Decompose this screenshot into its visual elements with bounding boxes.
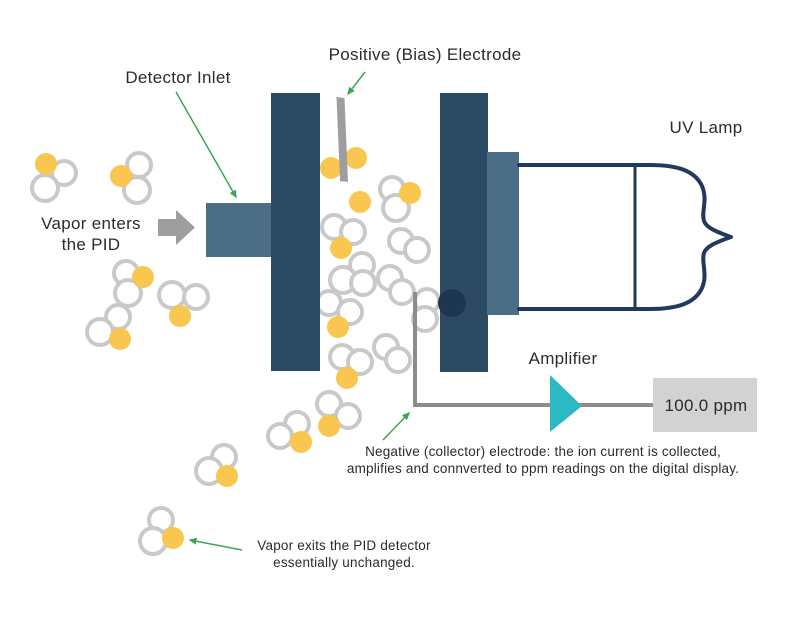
vapor-atom-yellow bbox=[290, 431, 312, 453]
vapor-atom-gray bbox=[157, 280, 187, 310]
vapor-atom-yellow bbox=[109, 328, 131, 350]
bias-electrode-pointer-line bbox=[347, 71, 366, 96]
vapor-atom-gray bbox=[182, 283, 210, 311]
molecule-cluster bbox=[266, 410, 312, 453]
vapor-atom-gray bbox=[334, 402, 362, 430]
ppm-reading: 100.0 ppm bbox=[664, 396, 747, 415]
vapor-atom-yellow bbox=[345, 147, 367, 169]
vapor-atom-gray bbox=[266, 422, 294, 450]
amplifier-icon bbox=[550, 375, 582, 432]
vapor-atom-gray bbox=[85, 317, 115, 347]
molecule-cluster bbox=[138, 506, 184, 556]
vapor-atom-gray bbox=[138, 526, 168, 556]
vapor-atom-yellow bbox=[35, 153, 57, 175]
vapor-exits-pointer-line bbox=[188, 537, 243, 551]
vapor-atom-gray bbox=[381, 193, 411, 223]
molecule-cluster bbox=[328, 343, 374, 389]
vapor-atom-yellow bbox=[162, 527, 184, 549]
left-plate bbox=[271, 93, 320, 371]
molecule-cluster bbox=[157, 280, 210, 327]
vapor-atom-gray bbox=[122, 175, 152, 205]
vapor-atom-gray bbox=[30, 173, 60, 203]
vapor-atom-yellow bbox=[336, 367, 358, 389]
collector-pointer-line bbox=[382, 411, 411, 441]
negative-electrode-note-line1: Negative (collector) electrode: the ion … bbox=[365, 444, 721, 459]
vapor-atom-gray bbox=[349, 269, 377, 297]
negative-electrode-note-line2: amplifies and connverted to ppm readings… bbox=[347, 461, 739, 476]
vapor-atom-yellow bbox=[216, 465, 238, 487]
molecule-cluster bbox=[194, 443, 238, 487]
vapor-exits-label-line1: Vapor exits the PID detector bbox=[257, 538, 431, 553]
vapor-atom-yellow bbox=[318, 415, 340, 437]
positive-bias-electrode bbox=[336, 97, 348, 182]
negative-collector-electrode bbox=[438, 289, 466, 317]
right-plate bbox=[440, 93, 488, 372]
molecule-cluster bbox=[110, 151, 153, 205]
vapor-flow-arrow-icon bbox=[158, 210, 195, 245]
molecule-cluster bbox=[112, 259, 154, 308]
vapor-atom-yellow bbox=[132, 266, 154, 288]
molecule-cluster bbox=[378, 175, 421, 223]
vapor-exits-label-line2: essentially unchanged. bbox=[273, 555, 415, 570]
vapor-molecules-layer bbox=[30, 147, 441, 556]
vapor-atom-gray bbox=[384, 346, 412, 374]
vapor-atom-yellow bbox=[320, 157, 342, 179]
molecule-cluster bbox=[349, 191, 371, 213]
molecule-cluster bbox=[376, 264, 416, 306]
vapor-atom-yellow bbox=[349, 191, 371, 213]
molecule-cluster bbox=[345, 147, 367, 169]
vapor-atom-yellow bbox=[399, 182, 421, 204]
molecule-cluster bbox=[387, 227, 431, 264]
vapor-atom-gray bbox=[339, 218, 367, 246]
vapor-atom-yellow bbox=[110, 165, 132, 187]
vapor-enters-label-line1: Vapor enters bbox=[41, 214, 141, 233]
molecule-cluster bbox=[320, 157, 342, 179]
vapor-atom-gray bbox=[346, 348, 374, 376]
vapor-atom-gray bbox=[113, 278, 143, 308]
molecule-cluster bbox=[328, 251, 377, 297]
detector-inlet bbox=[206, 203, 271, 257]
digital-display bbox=[653, 378, 757, 432]
molecule-cluster bbox=[320, 213, 367, 259]
molecule-cluster bbox=[315, 289, 364, 338]
amplifier-label: Amplifier bbox=[529, 349, 598, 368]
vapor-atom-gray bbox=[388, 278, 416, 306]
lamp-holder bbox=[487, 152, 519, 315]
vapor-atom-yellow bbox=[327, 316, 349, 338]
positive-electrode-label: Positive (Bias) Electrode bbox=[329, 45, 522, 64]
vapor-enters-label-line2: the PID bbox=[62, 235, 121, 254]
molecule-cluster bbox=[315, 390, 362, 437]
molecule-cluster bbox=[372, 333, 412, 374]
vapor-atom-gray bbox=[403, 236, 431, 264]
detector-inlet-label: Detector Inlet bbox=[125, 68, 230, 87]
molecule-cluster bbox=[85, 303, 132, 350]
uv-lamp-label: UV Lamp bbox=[670, 118, 743, 137]
detector-inlet-pointer-line bbox=[175, 91, 237, 199]
vapor-atom-yellow bbox=[330, 237, 352, 259]
molecule-cluster bbox=[30, 153, 78, 203]
vapor-atom-yellow bbox=[169, 305, 191, 327]
uv-lamp-body bbox=[517, 163, 733, 311]
